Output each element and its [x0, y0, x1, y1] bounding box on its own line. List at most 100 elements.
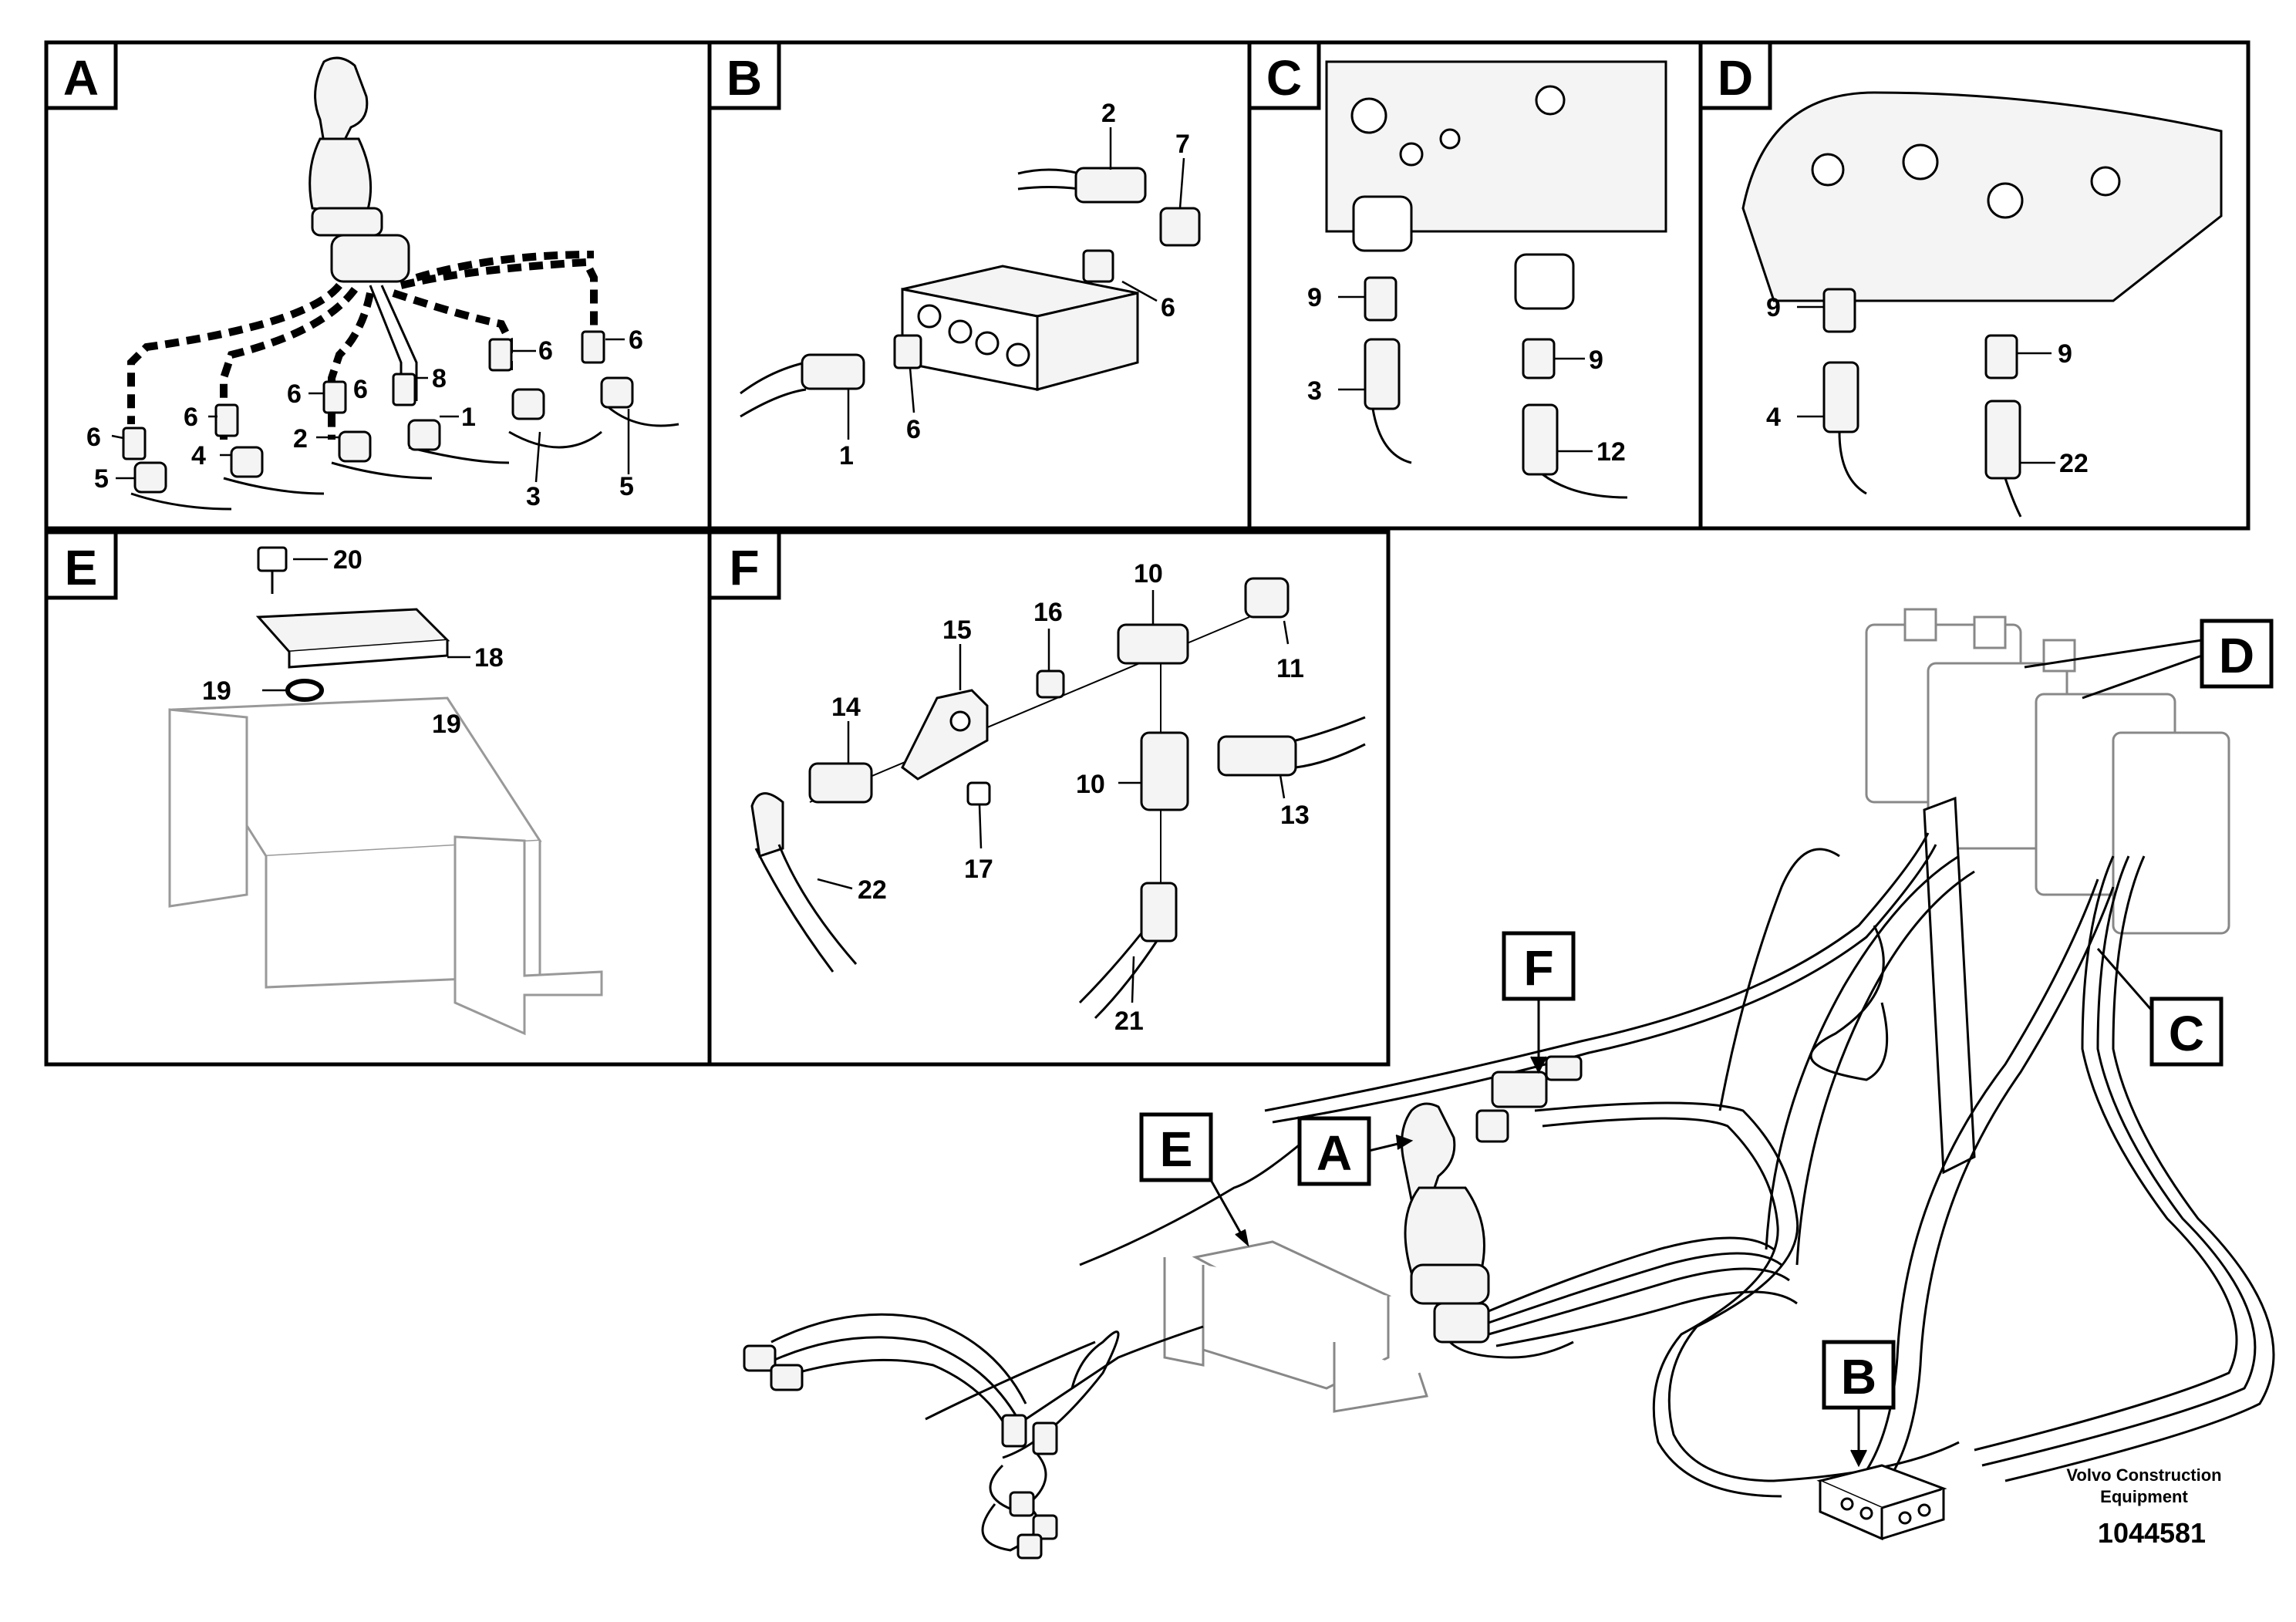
- callout-f-16: 16: [1033, 598, 1063, 627]
- overview-label-a: A: [1297, 1116, 1414, 1186]
- callout-b-1: 1: [839, 441, 854, 470]
- callout-b-6-left: 6: [906, 415, 921, 444]
- overview-label-e: E: [1139, 1112, 1249, 1247]
- callout-a-6-third: 6: [287, 379, 302, 409]
- panel-d-label: D: [1698, 40, 1772, 110]
- joystick-hoses: [1448, 1236, 1798, 1359]
- joystick-base-icon: [330, 234, 410, 283]
- callout-a-4: 4: [191, 441, 206, 470]
- fitting-6-lower-icon: [893, 334, 922, 369]
- elbow-22-icon: [750, 792, 784, 858]
- valve-port-right-icon: [1514, 253, 1575, 310]
- footer: Volvo Construction Equipment 1044581: [2066, 1465, 2221, 1549]
- panel-d-leaders: [1797, 305, 2055, 464]
- fitting-21-icon: [1140, 882, 1178, 943]
- panel-b-callouts: 2 7 6 1 6: [839, 99, 1190, 470]
- fitting-2-icon: [1074, 167, 1147, 204]
- callout-e-19-left: 19: [202, 676, 231, 706]
- mounting-plate-icon: [1923, 796, 1976, 1175]
- panel-a-letter: A: [63, 50, 99, 106]
- panel-b-drawing: [740, 127, 1201, 440]
- overview-manifold-icon: [1163, 1240, 1428, 1413]
- valve-port-holes: [1350, 85, 1566, 167]
- callout-a-6-right: 6: [629, 325, 643, 355]
- callout-f-10-upper: 10: [1134, 559, 1163, 588]
- overview-label-b: B: [1822, 1340, 1896, 1468]
- callout-a-3: 3: [526, 482, 541, 511]
- panel-f-label: F: [707, 530, 781, 600]
- pedal-fittings: [743, 1344, 1058, 1560]
- panel-b-letter: B: [727, 50, 762, 106]
- bracket-15-icon: [901, 689, 989, 781]
- nut-16-icon: [1036, 669, 1065, 699]
- panel-b-label: B: [707, 40, 781, 110]
- pilot-valve-body-icon: [1741, 91, 2223, 302]
- panel-a-label: A: [44, 40, 118, 110]
- overview-letter-f: F: [1523, 940, 1553, 996]
- callout-b-6-right: 6: [1161, 293, 1175, 322]
- callout-f-13: 13: [1280, 801, 1310, 830]
- panel-a-callouts: 6 6 6 6 6 8 1 5 4 2 3 5 6: [86, 325, 643, 511]
- callout-f-10-lower: 10: [1076, 770, 1105, 799]
- panel-f-leaders: [817, 590, 1290, 1003]
- fitting-6-upper-icon: [1082, 249, 1114, 283]
- block-ports: [917, 304, 1030, 367]
- tee-10-lower-icon: [1140, 731, 1189, 811]
- fitting-14-icon: [808, 762, 873, 804]
- callout-d-9-left: 9: [1766, 293, 1781, 322]
- callout-f-22: 22: [858, 875, 887, 905]
- panel-d-letter: D: [1718, 50, 1753, 106]
- panel-b-leaders: [847, 127, 1185, 440]
- panel-b-hoses: [740, 168, 1081, 418]
- overview-hose-bundle: [925, 832, 2275, 1513]
- callout-f-14: 14: [831, 693, 861, 722]
- overview-letter-c: C: [2169, 1006, 2204, 1061]
- panel-c-letter: C: [1266, 50, 1302, 106]
- callout-a-1: 1: [461, 403, 476, 432]
- overview-callouts: D F A E C: [1139, 619, 2274, 1468]
- panel-c-fittings: [1364, 276, 1559, 476]
- panel-frames: [44, 40, 2250, 1067]
- overview-letter-e: E: [1160, 1121, 1193, 1177]
- callout-d-22: 22: [2059, 449, 2089, 478]
- o-ring-19-left-icon: [285, 679, 324, 702]
- callout-a-6-fourth: 6: [353, 375, 368, 404]
- panel-d-frame: [1698, 40, 2250, 531]
- panel-e-label: E: [44, 530, 118, 600]
- joystick-boot-icon: [308, 137, 373, 216]
- callout-c-9-right: 9: [1589, 346, 1603, 375]
- panel-f-frame: [707, 530, 1391, 1067]
- panel-f-hoses: [754, 716, 1366, 1020]
- panel-c-hoses: [1371, 408, 1628, 499]
- panel-f-letter: F: [729, 540, 759, 595]
- panel-c-drawing: [1325, 60, 1667, 499]
- overview-joystick-icon: [1401, 1102, 1490, 1344]
- fitting-7-icon: [1159, 207, 1201, 247]
- panel-d-callouts: 9 4 9 22: [1766, 293, 2089, 478]
- joystick-flange-icon: [311, 207, 383, 237]
- overview-label-f: F: [1502, 931, 1576, 1074]
- pilot-valve-ports: [1811, 143, 2121, 219]
- panel-e-drawing: [168, 546, 603, 1036]
- callout-a-8: 8: [432, 364, 447, 393]
- overview-letter-d: D: [2219, 628, 2254, 683]
- control-valve-bank-icon: [1865, 608, 2230, 935]
- overview-tee-icon: [1475, 1055, 1583, 1143]
- overview-drawing: [743, 608, 2275, 1560]
- callout-b-7: 7: [1175, 130, 1190, 159]
- company-name-line1: Volvo Construction: [2066, 1465, 2221, 1485]
- joystick-handle-icon: [314, 56, 369, 144]
- overview-label-c: C: [2096, 948, 2224, 1067]
- callout-f-21: 21: [1114, 1007, 1144, 1036]
- panel-f-drawing: [750, 577, 1366, 1020]
- fitting-1-icon: [801, 353, 865, 390]
- panel-e-callouts: 20 18 19 19: [202, 545, 504, 739]
- panel-d-hoses: [1838, 431, 2022, 518]
- fitting-11-icon: [1244, 577, 1290, 619]
- callout-a-6-fifth: 6: [538, 336, 553, 366]
- callout-a-2: 2: [293, 424, 308, 454]
- callout-b-2: 2: [1101, 99, 1116, 128]
- callout-d-4: 4: [1766, 403, 1781, 432]
- panel-a-drawing: [111, 56, 679, 511]
